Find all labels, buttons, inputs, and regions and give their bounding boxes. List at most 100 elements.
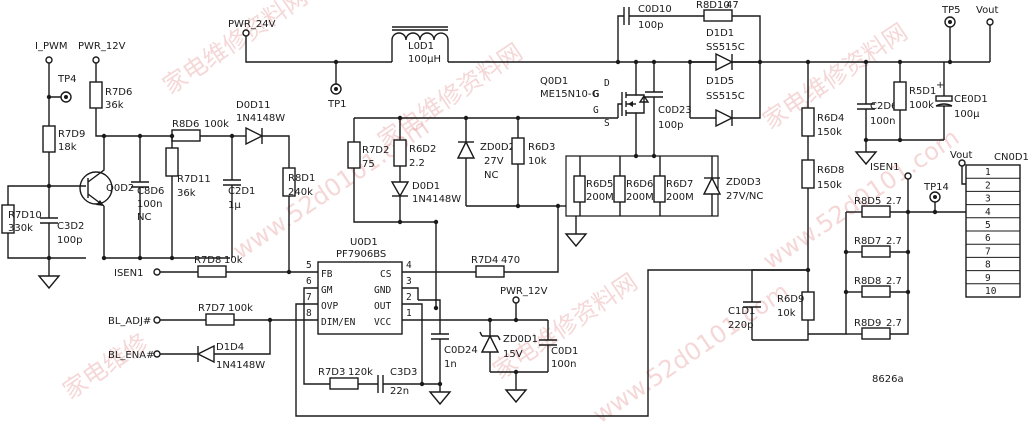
value-r8d9: 2.7: [886, 318, 902, 329]
pin-dim-en: DIM/EN: [321, 317, 356, 328]
value-r7d3: 120k: [348, 367, 373, 378]
watermark-cn-1: 家电维修资料网: [158, 0, 313, 100]
value-c2d6: 100n: [870, 116, 895, 127]
testpoint-tp1: TP1: [327, 62, 347, 110]
transistor-q0d2: Q0D2: [79, 136, 134, 207]
footer-code: 8626a: [872, 374, 904, 385]
value-r7d9: 18k: [58, 142, 77, 153]
net-label-pwr12v-right: PWR_12V: [500, 286, 548, 297]
label-d1d1: D1D1: [706, 28, 734, 39]
value-d0d11: 1N4148W: [236, 113, 285, 124]
snubber-and-rectifier: C0D10 100p R8D10 47 D1D1 SS515C D1D5 SS5…: [615, 0, 763, 128]
value-u0d1: PF7906BS: [336, 249, 386, 260]
pinnum-8: 8: [306, 308, 312, 319]
label-cn0d1: CN0D1: [994, 152, 1029, 163]
label-c8d6: C8D6: [137, 186, 164, 197]
vout-top: Vout: [976, 5, 999, 62]
value-r6d2: 2.2: [409, 158, 425, 169]
label-zd0d2: ZD0D2: [480, 142, 515, 153]
value-r7d6: 36k: [105, 100, 124, 111]
value-zd0d2: 27V: [484, 156, 504, 167]
connector-pin-3: 3: [985, 194, 991, 205]
label-r8d6: R8D6: [172, 119, 199, 130]
pinnum-3: 3: [406, 276, 412, 287]
label-r7d8: R7D8: [194, 255, 221, 266]
value-r6d5: 200M: [586, 192, 614, 203]
label-r6d9: R6D9: [777, 294, 804, 305]
net-label-vout-right: Vout: [950, 150, 973, 161]
connector-pin-5: 5: [985, 220, 991, 231]
value-c3d3: 22n: [390, 386, 409, 397]
pinnum-5: 5: [306, 260, 312, 271]
value-r8d5: 2.7: [886, 196, 902, 207]
value-d1d1: SS515C: [706, 42, 745, 53]
label-r6d3: R6D3: [528, 142, 555, 153]
net-label-bl-adj: BL_ADJ#: [108, 316, 151, 327]
bl-ena-input: BL_ENA# D1D4 1N4148W: [108, 320, 271, 371]
connector-pin-2: 2: [985, 180, 991, 191]
connector-pin-4: 4: [985, 207, 991, 218]
value-r7d4: 470: [501, 255, 520, 266]
label-c0d23: C0D23: [658, 105, 692, 116]
pin-cs: CS: [380, 269, 392, 280]
pin-gnd: GND: [374, 285, 391, 296]
value-r7d2: 75: [362, 159, 375, 170]
label-c3d3: C3D3: [390, 367, 417, 378]
label-l0d1: L0D1: [408, 41, 434, 52]
label-r7d9: R7D9: [58, 129, 85, 140]
watermark-cn-5: 家电维修: [58, 328, 153, 405]
ic-ground: C0D24 1n: [418, 299, 478, 406]
value-r6d7: 200M: [666, 192, 694, 203]
net-label-pwr12v-left: PWR_12V: [78, 41, 126, 52]
label-r6d7: R6D7: [666, 179, 693, 190]
diode-d0d11: D0D11 1N4148W: [232, 100, 290, 168]
value-c3d2: 100p: [57, 235, 82, 246]
label-c1d1: C1D1: [728, 306, 755, 317]
label-r7d3: R7D3: [318, 367, 345, 378]
label-tp1: TP1: [327, 99, 347, 110]
pinnum-7: 7: [306, 292, 312, 303]
label-r8d1: R8D1: [288, 173, 315, 184]
ground-left: [37, 258, 61, 290]
isen1-input: ISEN1 R7D8 10k: [114, 255, 292, 279]
label-d1d4: D1D4: [216, 342, 244, 353]
value-c0d1: 100n: [551, 359, 576, 370]
value-l0d1: 100μH: [408, 54, 441, 65]
connector-pin-9: 9: [985, 273, 991, 284]
label-q0d1: Q0D1: [540, 76, 568, 87]
net-label-vout-top: Vout: [976, 5, 999, 16]
label-zd0d1: ZD0D1: [503, 334, 538, 345]
label-c3d2: C3D2: [57, 221, 84, 232]
value-r6d9: 10k: [777, 308, 796, 319]
inductor-l0d1: L0D1 100μH: [391, 26, 449, 65]
label-d0d1: D0D1: [412, 181, 440, 192]
label-r8d10: R8D10: [696, 0, 730, 11]
pin-ovp: OVP: [321, 301, 338, 312]
pin-q-d: D: [604, 78, 610, 89]
value-r6d8: 150k: [817, 180, 842, 191]
value-ce0d1: 100μ: [954, 109, 980, 120]
value-c1d1: 220p: [728, 320, 753, 331]
label-r8d9: R8D9: [854, 318, 881, 329]
value-r7d7: 100k: [228, 303, 253, 314]
label-d0d11: D0D11: [236, 100, 271, 111]
value-r8d7: 2.7: [886, 236, 902, 247]
net-label-isen1-right: ISEN1: [870, 162, 899, 173]
label-ce0d1: CE0D1: [954, 94, 988, 105]
net-label-isen1-left: ISEN1: [114, 268, 143, 279]
ovp-divider: R6D4 150k R6D8 150k R6D9 10k C1D1 220p: [728, 59, 844, 341]
value-c8d6: 100n: [137, 199, 162, 210]
cap-c0d23: C0D23 100p: [645, 59, 692, 156]
pin-out: OUT: [374, 301, 391, 312]
connector-pin-10: 10: [985, 286, 997, 297]
label-r7d6: R7D6: [105, 87, 132, 98]
value-r8d6: 100k: [204, 119, 229, 130]
label-u0d1: U0D1: [350, 237, 378, 248]
value-r7d8: 10k: [224, 255, 243, 266]
value-c0d23: 100p: [658, 120, 683, 131]
label-tp5: TP5: [941, 5, 961, 16]
connector-pin-7: 7: [985, 246, 991, 257]
output-filter: C2D6 100n R5D1 100k + CE0D1 100μ: [854, 59, 988, 166]
cs-network: R7D4 470: [471, 206, 559, 278]
value-r8d1: 240k: [288, 187, 313, 198]
